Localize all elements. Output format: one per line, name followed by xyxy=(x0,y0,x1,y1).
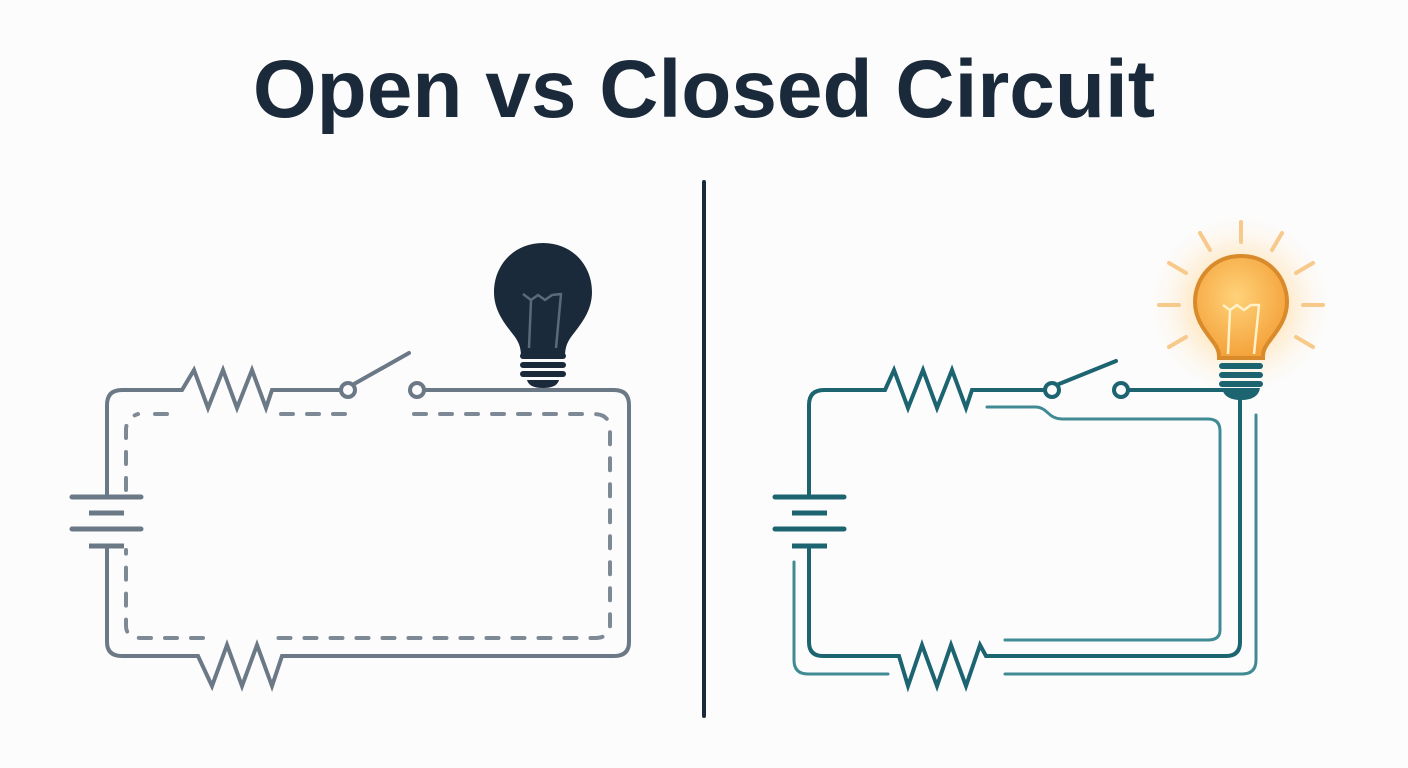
bulb-off-icon xyxy=(494,243,592,388)
closed-current-flow-path xyxy=(792,405,1258,676)
bulb-lit-icon xyxy=(1192,253,1290,400)
closed-circuit-panel xyxy=(772,359,1242,693)
open-top-wire-left xyxy=(105,364,343,499)
closed-switch-right-terminal-icon xyxy=(1112,381,1130,399)
open-dashed-current-path xyxy=(124,412,612,640)
closed-switch-left-terminal-icon xyxy=(1043,381,1061,399)
open-switch-lever xyxy=(352,351,411,386)
page-title: Open vs Closed Circuit xyxy=(252,44,1156,135)
light-rays-icon xyxy=(1157,220,1325,349)
closed-right-wire xyxy=(807,393,1242,693)
open-top-wire-right xyxy=(105,388,631,693)
open-switch-right-terminal-icon xyxy=(408,381,426,399)
closed-top-wire-left xyxy=(807,364,1045,499)
closed-switch-lever xyxy=(1057,359,1118,386)
open-switch-left-terminal-icon xyxy=(339,381,357,399)
open-circuit-panel xyxy=(69,351,631,693)
